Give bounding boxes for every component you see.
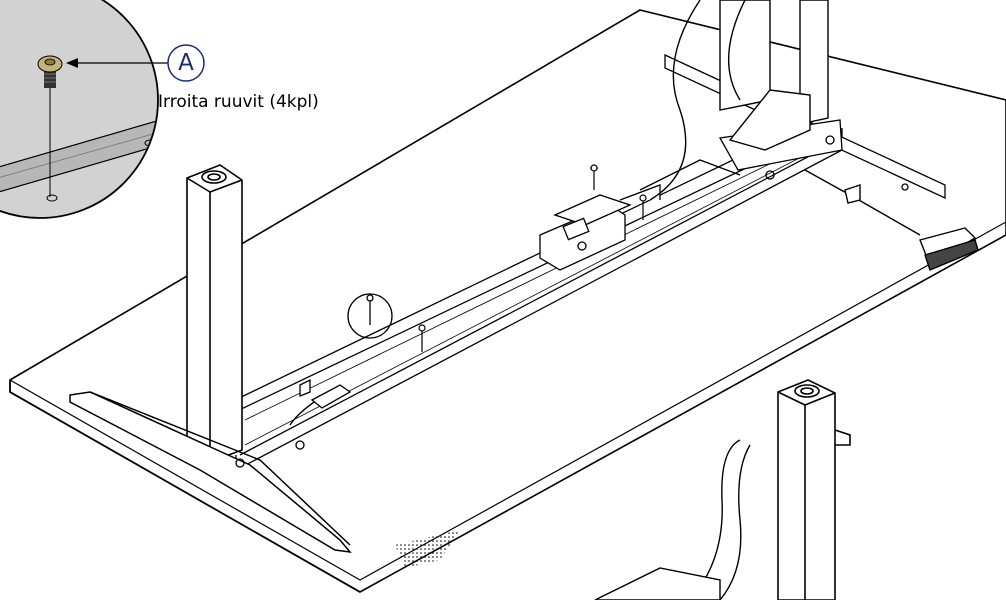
screw-markers [418,164,647,352]
power-plug [844,184,979,271]
left-foot [69,391,352,553]
label-a-leader [66,44,205,82]
left-leg-column [186,164,243,463]
screw-highlight-circle [347,293,393,339]
right-foot [594,567,721,600]
control-box [539,159,741,271]
label-a: A [178,50,194,76]
zoom-detail [0,0,159,219]
instruction-text: Irroita ruuvit (4kpl) [158,92,319,112]
cable-clip [235,378,352,468]
right-back-leg [719,0,829,151]
right-leg-column [777,379,851,600]
screw-icon [37,55,63,88]
dotted-label-pad [395,530,460,568]
